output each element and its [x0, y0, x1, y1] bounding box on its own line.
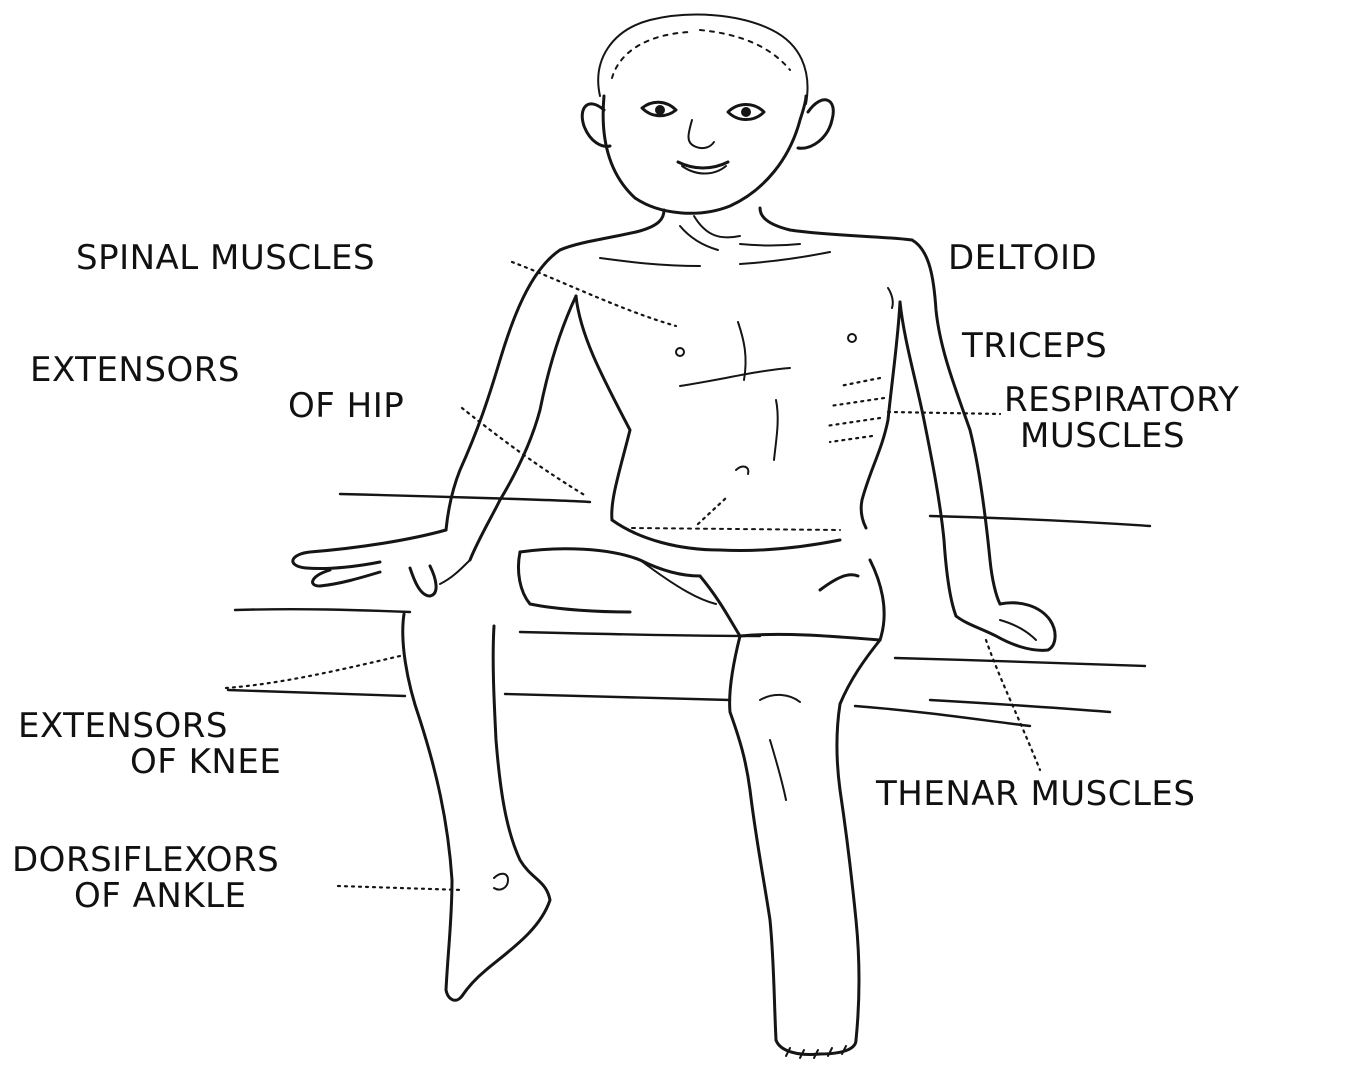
label-triceps: TRICEPS	[962, 328, 1107, 364]
label-dorsiflexors-of-ankle-line-1: DORSIFLEXORS	[12, 842, 279, 878]
label-extensors-of-knee: EXTENSORS OF KNEE	[18, 708, 281, 780]
hair	[598, 15, 807, 104]
right-leg	[730, 636, 880, 1058]
label-extensors-of-knee-line-1: EXTENSORS	[18, 708, 281, 744]
label-extensors-of-hip: EXTENSORS OF HIP	[30, 352, 404, 424]
label-extensors-of-hip-line-1: EXTENSORS	[30, 352, 404, 388]
label-extensors-of-knee-line-2: OF KNEE	[18, 744, 281, 780]
label-deltoid: DELTOID	[948, 240, 1097, 276]
label-dorsiflexors-of-ankle-line-2: OF ANKLE	[12, 878, 279, 914]
label-spinal-muscles: SPINAL MUSCLES	[76, 240, 375, 276]
label-respiratory-muscles-line-2: MUSCLES	[1004, 418, 1239, 454]
label-extensors-of-hip-line-2: OF HIP	[30, 388, 404, 424]
label-dorsiflexors-of-ankle: DORSIFLEXORS OF ANKLE	[12, 842, 279, 914]
label-respiratory-muscles: RESPIRATORY MUSCLES	[1004, 382, 1239, 454]
left-leg	[403, 614, 550, 1000]
label-respiratory-muscles-line-1: RESPIRATORY	[1004, 382, 1239, 418]
torso	[560, 208, 912, 551]
shorts	[518, 549, 884, 640]
label-thenar-muscles: THENAR MUSCLES	[876, 776, 1196, 812]
head	[582, 96, 833, 213]
